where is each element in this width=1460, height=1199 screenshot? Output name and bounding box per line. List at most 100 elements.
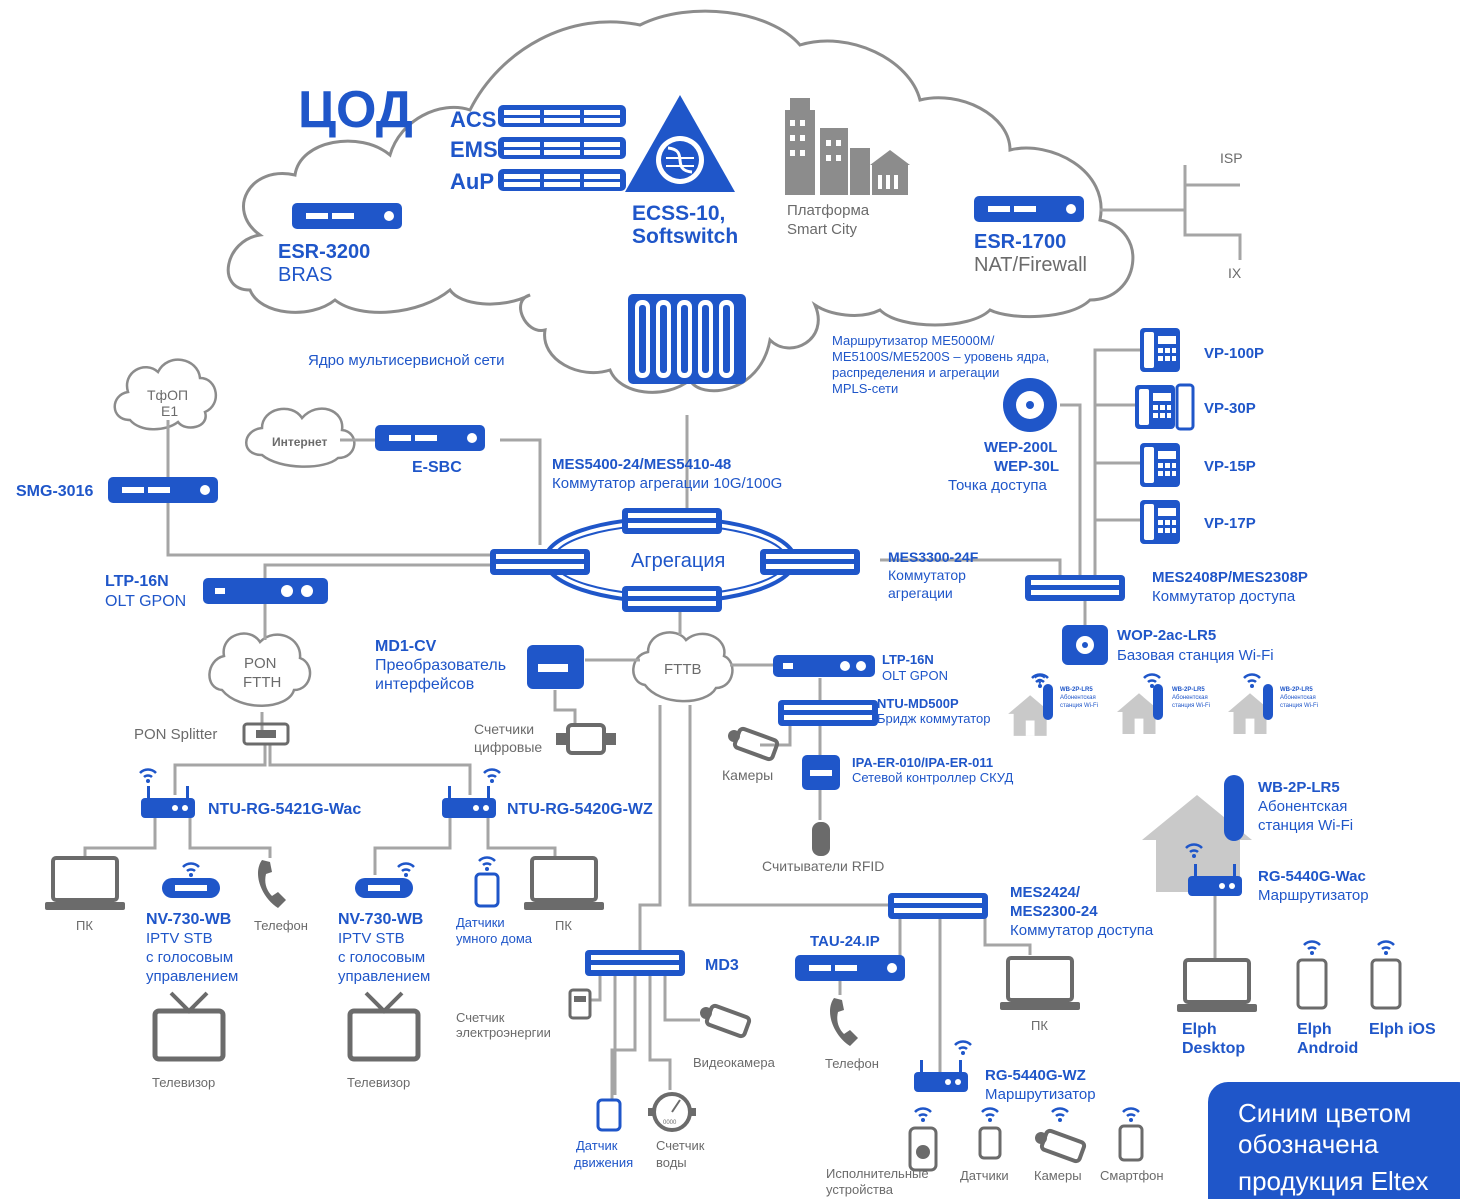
subscriber-house-2: WB-2P-LR5 Абонентская станция Wi-Fi: [1117, 684, 1210, 734]
pc-icon-2: [522, 856, 606, 912]
agg-switch-left: [490, 549, 590, 575]
tfop-line2: E1: [161, 403, 178, 419]
esbc-device: [375, 425, 485, 451]
sensors-icon: [978, 1126, 1002, 1160]
esr3200-name: ESR-3200: [278, 241, 370, 263]
fttb-label: FTTB: [664, 661, 702, 678]
wep-role: Точка доступа: [948, 477, 1047, 494]
rg-wz-role: Маршрутизатор: [985, 1086, 1096, 1103]
wb-role2: станция Wi-Fi: [1258, 817, 1353, 834]
tv-label-2: Телевизор: [347, 1075, 410, 1090]
elph-ios-label: Elph iOS: [1369, 1021, 1436, 1038]
ltp-olt-device: [203, 578, 328, 604]
legend-line2: обозначена: [1238, 1129, 1379, 1159]
stb-line3-2: управлением: [338, 968, 430, 985]
legend-line3: продукция Eltex: [1238, 1166, 1429, 1196]
rfid-reader-icon: [812, 822, 830, 856]
esr3200-role: BRAS: [278, 264, 332, 286]
sensors-line1: Датчики: [456, 915, 505, 930]
stb-icon-2: [355, 862, 416, 898]
pon-splitter-icon: [242, 722, 290, 746]
smart-sensor-icon: [474, 856, 500, 908]
pc-label-2: ПК: [555, 918, 572, 933]
station-name-3: WB-2P-LR5: [1280, 687, 1313, 693]
subscriber-house-1: WB-2P-LR5 Абонентская станция Wi-Fi: [1008, 675, 1098, 736]
pc-label-3: ПК: [1031, 1018, 1048, 1033]
station-name-2: WB-2P-LR5: [1172, 687, 1205, 693]
ltp-role: OLT GPON: [105, 593, 186, 610]
esr1700-device: [974, 196, 1084, 222]
stb-line2-2: с голосовым: [338, 949, 425, 966]
smg-label: SMG-3016: [16, 483, 93, 500]
core-router-line2: ME5100S/ME5200S – уровень ядра,: [832, 349, 1049, 364]
wop-role: Базовая станция Wi-Fi: [1117, 647, 1274, 664]
rg-wac-name: RG-5440G-Wac: [1258, 868, 1366, 885]
core-router-icon: [628, 294, 746, 384]
smg-device: [108, 477, 218, 503]
tau-device: [795, 955, 905, 981]
phone-icon-1: [257, 860, 286, 908]
energy-meter-icon: [568, 988, 592, 1020]
videocam-icon: [698, 1002, 753, 1040]
station-role-2b: станция Wi-Fi: [1172, 703, 1210, 709]
wep-access-point-icon: [1003, 378, 1057, 432]
station-name-1: WB-2P-LR5: [1060, 687, 1093, 693]
rg-wz-name: RG-5440G-WZ: [985, 1067, 1086, 1084]
vp30-phone: [1135, 383, 1195, 431]
pc-label-1: ПК: [76, 918, 93, 933]
md1-converter-icon: [527, 645, 584, 689]
actuators-line1: Исполнительные: [826, 1166, 929, 1181]
core-router-line4: MPLS-сети: [832, 381, 898, 396]
water-line1: Счетчик: [656, 1138, 705, 1153]
md1-role2: интерфейсов: [375, 676, 474, 693]
pon-line2: FTTH: [243, 674, 281, 691]
water-display: 0000: [663, 1120, 677, 1126]
cameras-label-2: Камеры: [1034, 1168, 1082, 1183]
mes2424-switch: [888, 893, 988, 919]
mes3300-role1: Коммутатор: [888, 567, 966, 583]
water-line2: воды: [656, 1155, 687, 1170]
tv-label-1: Телевизор: [152, 1075, 215, 1090]
actuator-icon: [908, 1126, 938, 1172]
stb-name-1: NV-730-WB: [146, 911, 231, 928]
station-role-1a: Абонентская: [1060, 695, 1096, 701]
mes3300-name: MES3300-24F: [888, 549, 979, 565]
stb-name-2: NV-730-WB: [338, 911, 423, 928]
ntu1-label: NTU-RG-5421G-Wac: [208, 801, 361, 818]
subscriber-house-3: WB-2P-LR5 Абонентская станция Wi-Fi: [1228, 684, 1318, 734]
mes5400-role: Коммутатор агрегации 10G/100G: [552, 475, 782, 492]
motion-line1: Датчик: [576, 1138, 618, 1153]
vp17-phone: [1140, 500, 1180, 544]
ntu-md-role: Бридж коммутатор: [877, 711, 991, 726]
mes2424-line2: MES2300-24: [1010, 903, 1098, 920]
esr1700-role: NAT/Firewall: [974, 254, 1087, 276]
smartphone-label: Смартфон: [1100, 1168, 1164, 1183]
ipa-name: IPA-ER-010/IPA-ER-011: [852, 755, 993, 770]
elph-ios-icon: [1370, 940, 1402, 1010]
stb-line1-2: IPTV STB: [338, 930, 405, 947]
motion-line2: движения: [574, 1155, 633, 1170]
cameras-label: Камеры: [722, 767, 773, 783]
elph-android-1: Elph: [1297, 1021, 1332, 1038]
wb-name: WB-2P-LR5: [1258, 779, 1340, 796]
wop-name: WOP-2ac-LR5: [1117, 627, 1216, 644]
ecss-logo-icon: [625, 95, 735, 192]
ipa-controller-icon: [802, 755, 840, 790]
digital-meter-icon: [556, 723, 616, 755]
phone-label-1: Телефон: [254, 918, 308, 933]
core-label: Ядро мультисервисной сети: [308, 352, 505, 369]
motion-sensor-icon: [596, 1098, 622, 1132]
station-role-3b: станция Wi-Fi: [1280, 703, 1318, 709]
aggregation-label: Агрегация: [631, 550, 725, 572]
vp17-label: VP-17P: [1204, 515, 1256, 532]
links: [83, 165, 1242, 1100]
aup-label: AuP: [450, 169, 494, 194]
legend-box: Синим цветом обозначена продукция Eltex: [1208, 1082, 1460, 1199]
ltp2-role: OLT GPON: [882, 668, 948, 683]
md1-role1: Преобразователь: [375, 657, 506, 674]
agg-switch-right: [760, 549, 860, 575]
stb-icon-1: [162, 862, 220, 898]
mes2424-line1: MES2424/: [1010, 884, 1081, 901]
sensors-line2: умного дома: [456, 931, 533, 946]
